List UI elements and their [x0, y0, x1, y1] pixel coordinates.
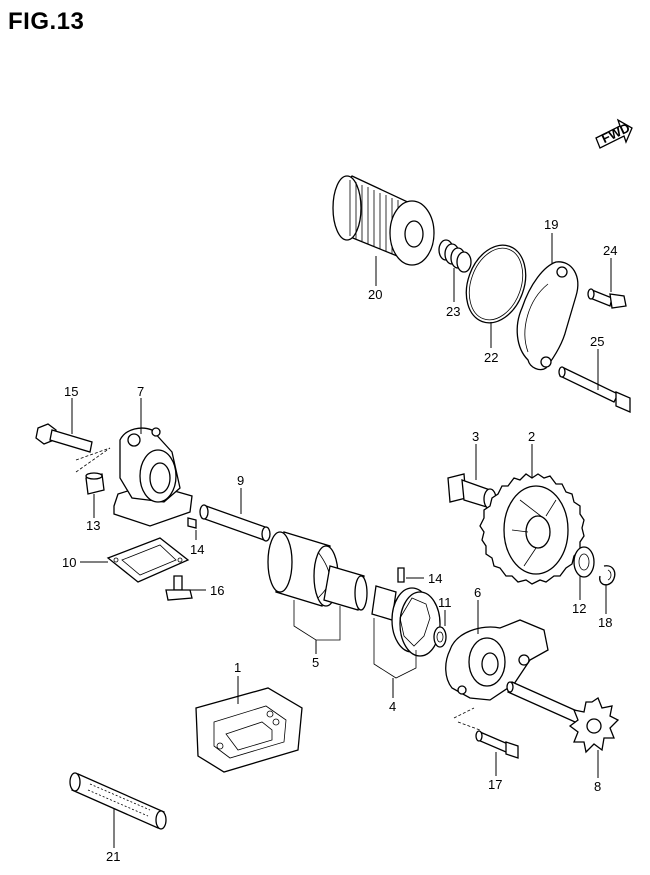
drain-magnet: [69, 772, 167, 830]
filter-cap: [516, 261, 579, 371]
callout-1: 1: [234, 660, 241, 675]
callout-25: 25: [590, 334, 604, 349]
callout-18: 18: [598, 615, 612, 630]
callout-10: 10: [62, 555, 76, 570]
callout-8: 8: [594, 779, 601, 794]
callout-12: 12: [572, 601, 586, 616]
cap-bolt-short: [587, 288, 627, 309]
callout-15: 15: [64, 384, 78, 399]
pin-right: [397, 567, 405, 583]
fwd-label: FWD: [599, 120, 632, 146]
fwd-arrow-icon: FWD: [595, 118, 633, 149]
cover-bolt: [475, 730, 519, 759]
filter-spring: [438, 239, 472, 273]
callout-5: 5: [312, 655, 319, 670]
callout-4: 4: [389, 699, 396, 714]
figure-title: FIG.13: [8, 8, 85, 35]
callout-22: 22: [484, 350, 498, 365]
small-bolt: [165, 575, 193, 601]
oil-filter: [332, 175, 435, 266]
callout-3: 3: [472, 429, 479, 444]
cap-bolt-long: [558, 366, 631, 413]
housing-bolt: [35, 423, 93, 453]
oil-strainer: [195, 687, 303, 773]
washer-small: [433, 626, 447, 648]
dowel-pin: [85, 472, 105, 495]
callout-2: 2: [528, 429, 535, 444]
callout-24: 24: [603, 243, 617, 258]
pump-gasket: [106, 537, 190, 583]
o-ring: [465, 244, 527, 324]
callout-labels: 20 23 22 19 24 25 15 7 13 9 14 10 16 5 1…: [62, 217, 617, 864]
callout-9: 9: [237, 473, 244, 488]
circlip: [599, 565, 616, 586]
callout-23: 23: [446, 304, 460, 319]
callout-17: 17: [488, 777, 502, 792]
callout-14-right: 14: [428, 571, 442, 586]
pump-housing: [113, 427, 193, 527]
pump-drive-shaft: [506, 681, 620, 754]
callout-21: 21: [106, 849, 120, 864]
pump-cover: [445, 619, 549, 701]
pin-left: [187, 517, 197, 529]
inner-rotor-1: [323, 565, 368, 611]
callout-13: 13: [86, 518, 100, 533]
callout-19: 19: [544, 217, 558, 232]
callout-14-left: 14: [190, 542, 204, 557]
gear-washer: [573, 546, 595, 578]
callout-16: 16: [210, 583, 224, 598]
callout-7: 7: [137, 384, 144, 399]
callout-11: 11: [438, 595, 452, 610]
callout-20: 20: [368, 287, 382, 302]
oil-pump-gear: [479, 473, 585, 585]
idle-gear-shaft: [447, 473, 497, 510]
pump-shaft: [199, 504, 271, 542]
outer-rotor-1: [267, 531, 339, 607]
outer-rotor-2: [391, 587, 441, 657]
callout-6: 6: [474, 585, 481, 600]
